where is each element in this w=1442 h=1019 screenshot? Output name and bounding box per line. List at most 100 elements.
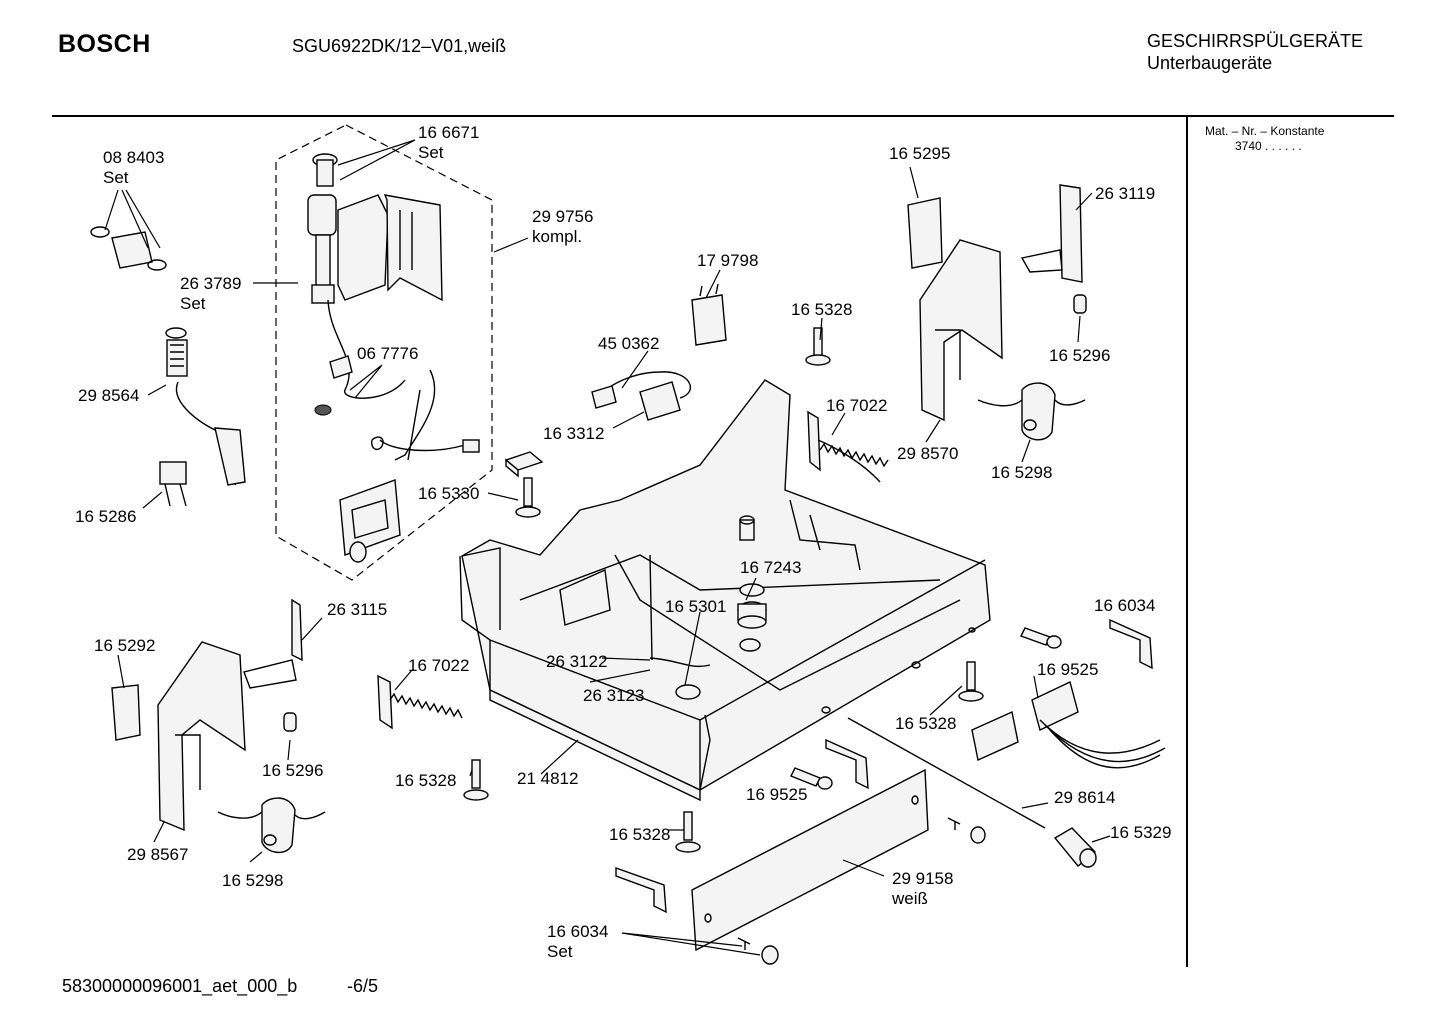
cable-450362 [591, 371, 692, 421]
part-label-167022-right: 16 7022 [826, 396, 887, 416]
part-number: 16 5328 [395, 771, 457, 790]
knob-165329 [1053, 827, 1097, 868]
material-number-title: Mat. – Nr. – Konstante [1205, 124, 1325, 138]
part-number: 26 3122 [546, 652, 608, 671]
float-165301 [649, 657, 711, 700]
part-note: weiß [892, 889, 928, 908]
part-label-165296-left: 16 5296 [262, 761, 323, 781]
part-number: 16 6671 [418, 123, 480, 142]
part-label-166034-top: 16 6034 [1094, 596, 1155, 616]
part-number: 16 6034 [1094, 596, 1156, 615]
part-label-179798: 17 9798 [697, 251, 758, 271]
part-label-166034-set: 16 6034 Set [547, 922, 608, 962]
part-number: 16 5301 [665, 597, 727, 616]
header-divider [52, 115, 1394, 117]
part-label-166671: 16 6671 Set [418, 123, 479, 163]
page-number: -6/5 [347, 976, 379, 996]
motor-165298-right [977, 382, 1086, 441]
part-label-165328-bottom: 16 5328 [609, 825, 670, 845]
part-label-169525-mid: 16 9525 [746, 785, 807, 805]
hose-set-08-8403 [90, 226, 167, 271]
part-label-067776: 06 7776 [357, 344, 418, 364]
part-note: Set [547, 942, 573, 961]
part-label-263123: 26 3123 [583, 686, 644, 706]
leader-lines [104, 139, 1111, 956]
part-label-167022-left: 16 7022 [408, 656, 469, 676]
part-number: 45 0362 [598, 334, 660, 353]
part-number: 16 5298 [222, 871, 284, 890]
brand-logo: BOSCH [58, 30, 151, 58]
part-number: 06 7776 [357, 344, 419, 363]
part-number: 08 8403 [103, 148, 165, 167]
part-label-169525-top: 16 9525 [1037, 660, 1098, 680]
bracket-263115 [243, 598, 303, 689]
bracket-263119 [1020, 184, 1083, 283]
part-label-163312: 16 3312 [543, 424, 604, 444]
part-number: 29 8567 [127, 845, 189, 864]
bracket-165292 [111, 684, 141, 741]
screw-165328-right [958, 661, 984, 702]
motor-165298-left [217, 797, 326, 854]
part-label-214812: 21 4812 [517, 769, 578, 789]
wiring-harness-169525 [971, 681, 1166, 769]
part-label-450362: 45 0362 [598, 334, 659, 354]
sensor-179798 [691, 283, 727, 346]
document-id: 58300000096001_aet_000_b [62, 976, 298, 996]
part-label-298614: 29 8614 [1054, 788, 1115, 808]
part-number: 16 5292 [94, 636, 156, 655]
clip-165286 [159, 461, 187, 507]
part-number: 16 5286 [75, 507, 137, 526]
part-label-298570: 29 8570 [897, 444, 958, 464]
part-label-167243: 16 7243 [740, 558, 801, 578]
part-number: 29 8614 [1054, 788, 1116, 807]
part-number: 29 9756 [532, 207, 594, 226]
part-label-298567: 29 8567 [127, 845, 188, 865]
material-number-panel: Mat. – Nr. – Konstante 3740 . . . . . . [1205, 124, 1324, 154]
part-number: 16 5298 [991, 463, 1053, 482]
clip-165296-right [1073, 294, 1087, 314]
part-label-165301: 16 5301 [665, 597, 726, 617]
part-number: 26 3119 [1095, 184, 1156, 203]
part-label-263789: 26 3789 Set [180, 274, 241, 314]
screw-169525-top [1020, 627, 1062, 649]
part-label-165298-left: 16 5298 [222, 871, 283, 891]
model-number: SGU6922DK/12–V01,weiß [292, 36, 507, 56]
part-label-263119: 26 3119 [1095, 184, 1155, 204]
spring-167022-left [377, 674, 463, 730]
part-number: 26 3789 [180, 274, 242, 293]
part-number: 16 9525 [746, 785, 808, 804]
connector-166034-bottom [615, 867, 667, 914]
part-label-165330: 16 5330 [418, 484, 479, 504]
part-number: 16 5328 [609, 825, 671, 844]
part-label-298564: 29 8564 [78, 386, 139, 406]
part-label-299158: 29 9158 weiß [892, 869, 953, 909]
part-label-165328-right: 16 5328 [895, 714, 956, 734]
assembly-outline [275, 124, 493, 581]
connector-166034-mid [825, 738, 869, 790]
connector-166034-top [1109, 618, 1153, 670]
part-label-165329: 16 5329 [1110, 823, 1171, 843]
bracket-165295 [907, 197, 943, 269]
part-number: 16 9525 [1037, 660, 1099, 679]
part-number: 16 7243 [740, 558, 802, 577]
part-number: 16 5328 [895, 714, 957, 733]
part-number: 16 5329 [1110, 823, 1172, 842]
part-label-165292: 16 5292 [94, 636, 155, 656]
material-number-value: 3740 . . . . . . [1235, 139, 1302, 153]
part-label-165296-right: 16 5296 [1049, 346, 1110, 366]
part-number: 29 8564 [78, 386, 140, 405]
clip-165296-left [283, 712, 297, 732]
side-panel-divider [1186, 117, 1188, 967]
part-label-165298-right: 16 5298 [991, 463, 1052, 483]
part-label-299756: 29 9756 kompl. [532, 207, 593, 247]
part-label-165286: 16 5286 [75, 507, 136, 527]
spring-167022-right [807, 410, 889, 483]
gasket-167243 [737, 583, 767, 652]
part-number: 16 7022 [826, 396, 888, 415]
hose-298564 [165, 327, 246, 486]
part-label-165295: 16 5295 [889, 144, 950, 164]
screw-165330 [515, 477, 541, 518]
screw-165328-top [805, 327, 831, 366]
category-heading: GESCHIRRSPÜLGERÄTE Unterbaugeräte [1147, 30, 1363, 74]
